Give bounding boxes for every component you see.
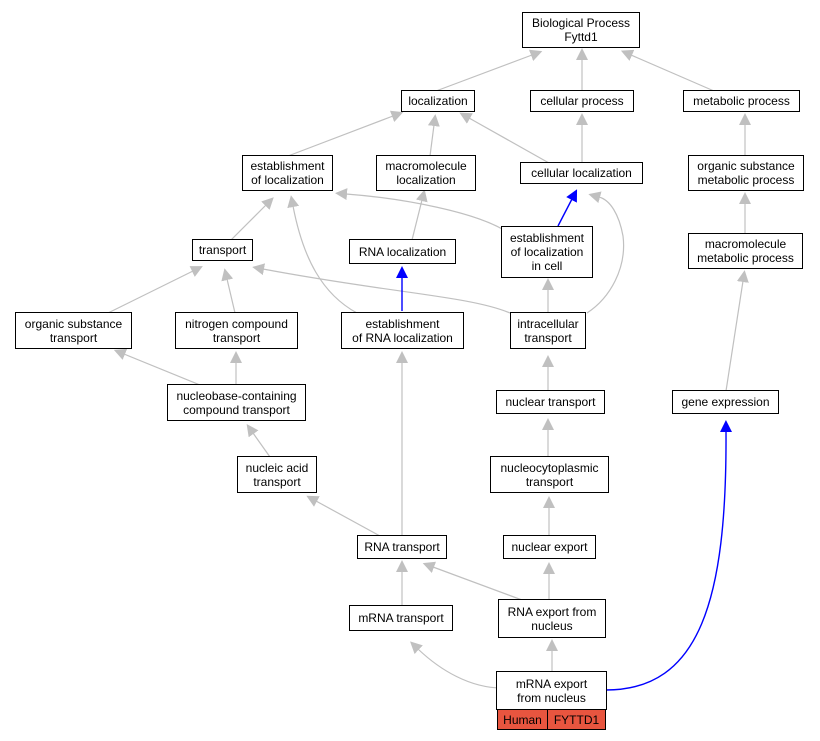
node-mrna-export-from-nucleus[interactable]: mRNA export from nucleus — [496, 671, 607, 710]
edge-intracellular-transport-to-transport — [252, 263, 511, 314]
node-cellular-process[interactable]: cellular process — [530, 90, 634, 112]
node-establishment-of-rna-localization[interactable]: establishment of RNA localization — [341, 312, 464, 349]
edge-gene-expression-to-macromolecule-metabolic — [725, 270, 749, 392]
node-nitrogen-compound-transport[interactable]: nitrogen compound transport — [175, 312, 298, 349]
node-localization[interactable]: localization — [401, 90, 475, 112]
node-rna-localization[interactable]: RNA localization — [349, 239, 456, 264]
node-transport[interactable]: transport — [192, 239, 253, 261]
node-organic-substance-metabolic-process[interactable]: organic substance metabolic process — [688, 155, 804, 191]
edge-localization-to-root — [435, 49, 543, 92]
edge-cellular-localization-to-localization — [459, 112, 550, 164]
edge-rna-transport-to-nucleic-acid-transport — [306, 495, 381, 537]
node-rna-export-from-nucleus[interactable]: RNA export from nucleus — [498, 599, 606, 638]
edge-intracellular-transport-to-cellular-localization — [586, 191, 625, 314]
node-gene-expression[interactable]: gene expression — [672, 390, 779, 414]
edge-organic-substance-transport-to-transport — [107, 266, 203, 314]
node-establishment-of-localization[interactable]: establishment of localization — [242, 155, 333, 191]
node-nuclear-export[interactable]: nuclear export — [503, 535, 596, 559]
species-annotation-human: Human — [497, 709, 548, 730]
edge-nitrogen-compound-transport-to-transport — [221, 268, 236, 314]
node-cellular-localization[interactable]: cellular localization — [520, 162, 643, 184]
node-macromolecule-metabolic-process[interactable]: macromolecule metabolic process — [688, 233, 803, 269]
edge-nucleobase-to-organic-substance-transport — [113, 348, 201, 386]
node-macromolecule-localization[interactable]: macromolecule localization — [376, 155, 476, 191]
node-biological-process-root[interactable]: Biological Process Fyttd1 — [522, 12, 640, 48]
edge-mrna-export-to-mrna-transport — [410, 641, 503, 689]
edge-rna-export-to-rna-transport — [422, 561, 523, 601]
edge-establishment-of-localization-to-localization — [287, 110, 404, 157]
edge-rna-localization-to-macromolecule-localization — [411, 189, 428, 241]
node-rna-transport[interactable]: RNA transport — [357, 535, 447, 559]
node-nucleobase-containing-compound-transport[interactable]: nucleobase-containing compound transport — [167, 384, 306, 421]
edge-nucleic-acid-transport-to-nucleobase — [246, 424, 271, 458]
edge-establishment-of-rna-localization-to-establishment-of-localization — [287, 195, 358, 314]
node-nuclear-transport[interactable]: nuclear transport — [496, 390, 605, 414]
edge-transport-to-establishment-of-localization — [230, 197, 274, 241]
node-mrna-transport[interactable]: mRNA transport — [349, 605, 453, 631]
edge-macromolecule-localization-to-localization — [427, 114, 440, 157]
gene-annotation-fyttd1: FYTTD1 — [547, 709, 606, 730]
node-metabolic-process[interactable]: metabolic process — [683, 90, 800, 112]
edge-establishment-in-cell-to-cellular-localization — [557, 189, 578, 227]
edge-mrna-export-to-gene-expression — [605, 420, 733, 691]
node-nucleocytoplasmic-transport[interactable]: nucleocytoplasmic transport — [490, 456, 609, 493]
node-establishment-of-localization-in-cell[interactable]: establishment of localization in cell — [501, 226, 593, 278]
node-intracellular-transport[interactable]: intracellular transport — [510, 312, 586, 349]
node-organic-substance-transport[interactable]: organic substance transport — [15, 312, 132, 349]
node-nucleic-acid-transport[interactable]: nucleic acid transport — [237, 456, 317, 493]
edge-metabolic-process-to-root — [620, 49, 715, 92]
edge-establishment-in-cell-to-establishment-of-localization — [335, 188, 511, 235]
